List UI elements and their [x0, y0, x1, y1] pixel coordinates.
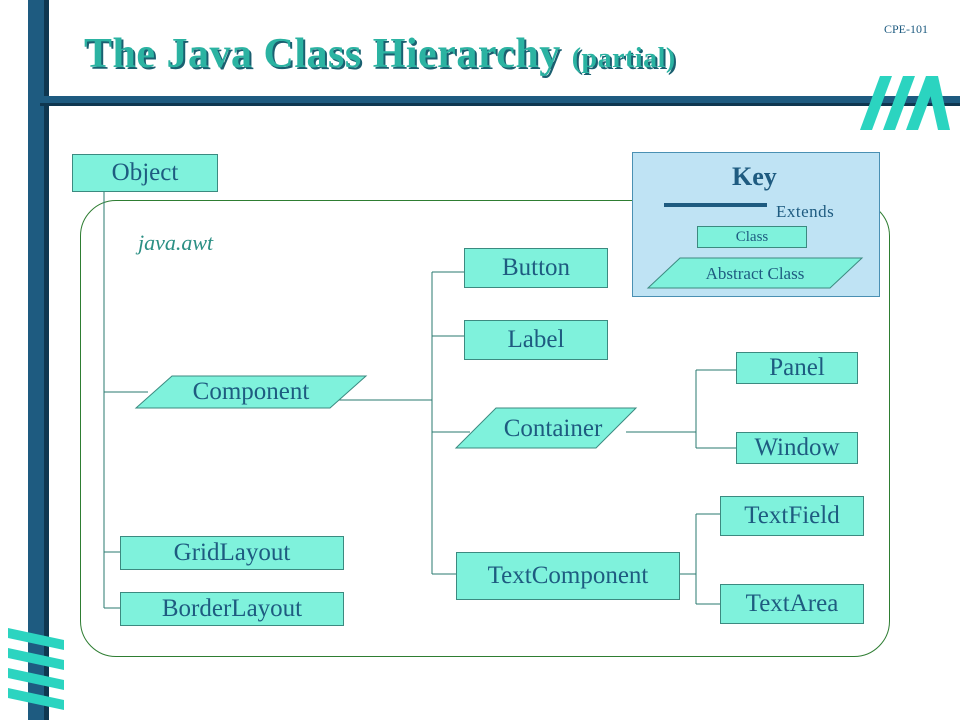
- class-object: Object: [72, 154, 218, 192]
- frame-top-bar: [40, 96, 960, 105]
- key-abstract-sample-shape: [646, 257, 864, 289]
- frame-left-bar-shadow: [44, 0, 49, 720]
- logo-stripes-bottom-left: [8, 628, 64, 710]
- class-label: Label: [464, 320, 608, 360]
- component-abstract-shape: [134, 375, 368, 409]
- key-abstract-sample-label: Abstract Class: [705, 264, 805, 283]
- class-window: Window: [736, 432, 858, 464]
- key-extends-label: Extends: [776, 202, 835, 221]
- key-extends-line: [664, 203, 767, 207]
- class-panel: Panel: [736, 352, 858, 384]
- class-gridlayout: GridLayout: [120, 536, 344, 570]
- class-component: Component: [192, 378, 310, 405]
- key-class-sample: Class: [697, 226, 807, 248]
- class-textcomponent: TextComponent: [456, 552, 680, 600]
- class-textfield: TextField: [720, 496, 864, 536]
- container-abstract-shape: [454, 407, 638, 449]
- class-button: Button: [464, 248, 608, 288]
- slide-title-main: The Java Class Hierarchy: [84, 31, 561, 77]
- class-container: Container: [503, 415, 603, 442]
- class-borderlayout: BorderLayout: [120, 592, 344, 626]
- frame-left-bar: [28, 0, 48, 720]
- package-label: java.awt: [138, 230, 214, 255]
- frame-top-bar-shadow: [40, 103, 960, 106]
- slide-title-suffix: (partial): [571, 43, 676, 74]
- course-code: CPE-101: [884, 22, 929, 36]
- class-textarea: TextArea: [720, 584, 864, 624]
- logo-stripes-top-right: [860, 76, 950, 130]
- slide-title: The Java Class Hierarchy (partial): [84, 30, 676, 78]
- key-title: Key: [732, 162, 777, 191]
